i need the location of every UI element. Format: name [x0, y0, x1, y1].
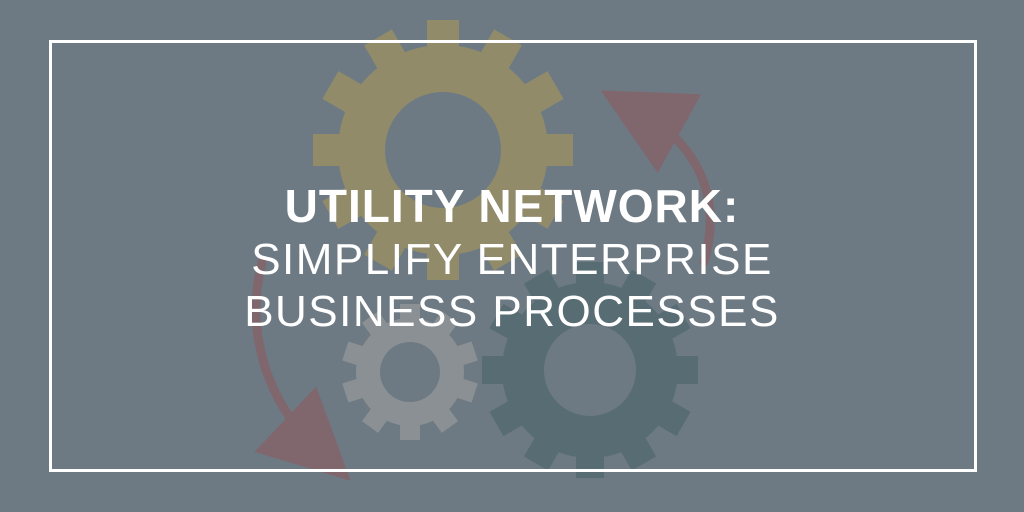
gear-icon — [482, 262, 698, 478]
headline-bold-line: UTILITY NETWORK: — [284, 180, 740, 232]
headline-line-3: BUSINESS PROCESSES — [244, 287, 780, 336]
curved-arrow-icon — [251, 257, 351, 481]
white-frame-border — [49, 40, 977, 472]
curved-arrow-icon — [600, 90, 715, 267]
headline-line-2: SIMPLIFY ENTERPRISE — [251, 235, 773, 284]
gear-icon — [342, 304, 478, 440]
headline: UTILITY NETWORK: SIMPLIFY ENTERPRISE BUS… — [0, 178, 1024, 338]
